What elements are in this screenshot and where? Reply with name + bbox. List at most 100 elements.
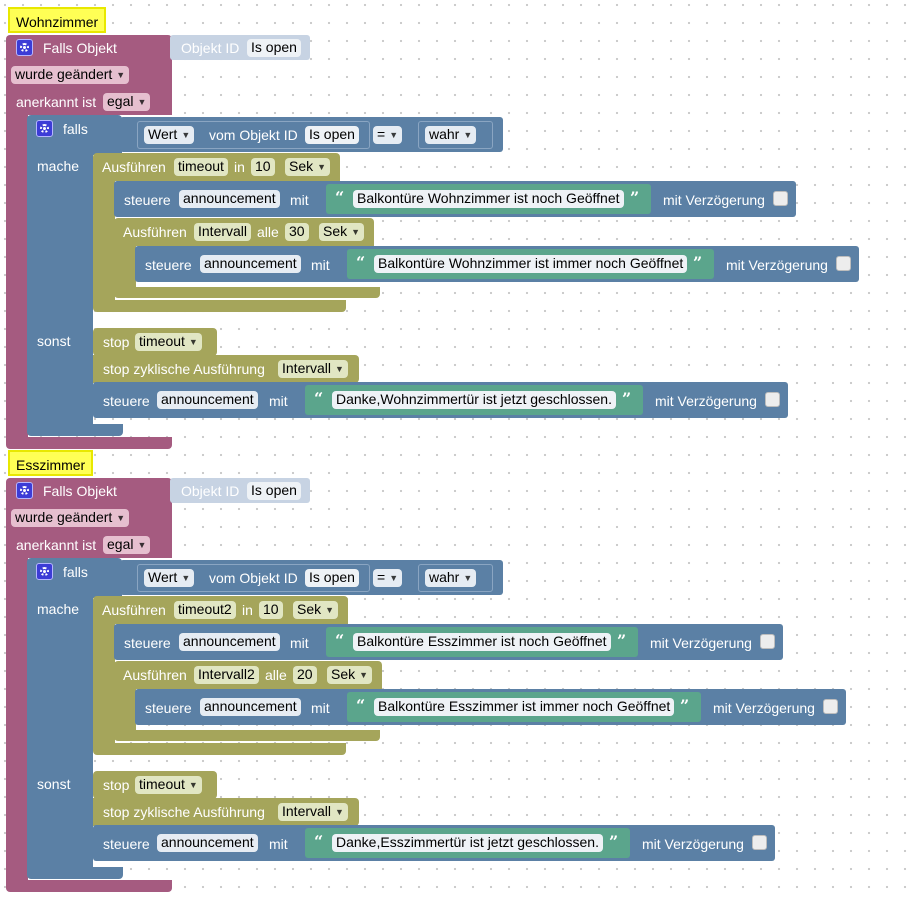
delay-checkbox[interactable] [836,256,851,271]
comment-label[interactable]: Esszimmer [8,450,94,476]
ack-label: anerkannt ist [16,94,97,110]
stop-interval-dropdown[interactable]: Intervall▼ [278,803,348,821]
close-quote-icon: ” [609,832,619,851]
close-quote-icon: ” [622,389,632,408]
boolean-dropdown[interactable]: wahr▼ [425,126,477,144]
delay-checkbox[interactable] [752,835,767,850]
delay-label: mit Verzögerung [655,393,757,409]
object-id-label: Objekt ID [181,40,240,56]
boolean-value: wahr [429,126,460,142]
stop-interval-dropdown[interactable]: Intervall▼ [278,360,348,378]
delay-label: mit Verzögerung [650,635,752,651]
open-quote-icon: “ [356,253,366,272]
value-type-dropdown[interactable]: Wert▼ [144,569,195,587]
interval-block-spine [114,240,136,290]
timeout-unit-value: Sek [297,601,322,617]
trigger-mode-dropdown[interactable]: wurde geändert▼ [11,509,130,527]
timeout-in-label: in [242,602,253,618]
text-value-field[interactable]: Balkontüre Esszimmer ist immer noch Geöf… [374,698,675,716]
object-id-value[interactable]: Is open [247,39,301,57]
interval-execute-label: Ausführen [123,667,187,683]
text-value-field[interactable]: Balkontüre Wohnzimmer ist immer noch Geö… [374,255,688,273]
text-value-field[interactable]: Balkontüre Wohnzimmer ist noch Geöffnet [353,190,624,208]
timeout-unit-dropdown[interactable]: Sek▼ [285,158,331,176]
trigger-mode-value: wurde geändert [15,66,113,82]
delay-label: mit Verzögerung [642,836,744,852]
stop-timeout-dropdown[interactable]: timeout▼ [135,776,202,794]
interval-unit-value: Sek [323,223,348,239]
chevron-down-icon: ▼ [317,162,327,172]
timeout-block-footer [93,300,346,312]
close-quote-icon: ” [680,696,690,715]
control-target-field[interactable]: announcement [200,255,301,273]
stop-label: stop [103,334,130,350]
timeout-value-field[interactable]: 10 [251,158,275,176]
script-group: Wohnzimmer Falls Objekt wurde geändert▼ … [0,0,914,449]
condition-object-id[interactable]: Is open [305,126,359,144]
comment-label[interactable]: Wohnzimmer [8,7,107,33]
timeout-unit-dropdown[interactable]: Sek▼ [293,601,339,619]
operator-dropdown[interactable]: =▼ [373,569,403,587]
control-target-field[interactable]: announcement [179,190,280,208]
open-quote-icon: “ [335,188,345,207]
settings-gear-icon[interactable] [36,120,53,137]
delay-checkbox[interactable] [823,699,838,714]
interval-execute-label: Ausführen [123,224,187,240]
interval-value-field[interactable]: 30 [285,223,309,241]
stop-interval-value: Intervall [282,360,332,376]
timeout-block-spine [93,619,115,749]
timeout-name-field[interactable]: timeout [174,158,228,176]
chevron-down-icon: ▼ [188,337,198,347]
with-label: mit [269,393,288,409]
trigger-block-spine [6,553,28,883]
text-value-field[interactable]: Danke,Wohnzimmertür ist jetzt geschlosse… [332,391,616,409]
interval-unit-dropdown[interactable]: Sek▼ [319,223,365,241]
value-type-value: Wert [148,126,178,142]
timeout-execute-label: Ausführen [102,159,166,175]
stop-timeout-dropdown[interactable]: timeout▼ [135,333,202,351]
control-label: steuere [145,700,192,716]
ack-value: egal [107,536,134,552]
with-label: mit [269,836,288,852]
delay-checkbox[interactable] [765,392,780,407]
object-id-value[interactable]: Is open [247,482,301,500]
settings-gear-icon[interactable] [16,39,33,56]
chevron-down-icon: ▼ [359,670,369,680]
value-type-dropdown[interactable]: Wert▼ [144,126,195,144]
trigger-title: Falls Objekt [43,40,117,56]
ack-dropdown[interactable]: egal▼ [103,536,151,554]
control-target-field[interactable]: announcement [157,391,258,409]
timeout-name-field[interactable]: timeout2 [174,601,236,619]
stop-interval-value: Intervall [282,803,332,819]
interval-block-footer [114,287,380,298]
close-quote-icon: ” [693,253,703,272]
chevron-down-icon: ▼ [389,573,399,583]
settings-gear-icon[interactable] [16,482,33,499]
delay-checkbox[interactable] [760,634,775,649]
trigger-block-spine [6,110,28,440]
ack-dropdown[interactable]: egal▼ [103,93,151,111]
timeout-value-field[interactable]: 10 [259,601,283,619]
if-label: falls [63,564,88,580]
control-target-field[interactable]: announcement [179,633,280,651]
text-value-field[interactable]: Balkontüre Esszimmer ist noch Geöffnet [353,633,611,651]
control-label: steuere [124,635,171,651]
then-label: mache [37,601,80,617]
text-value-field[interactable]: Danke,Esszimmertür ist jetzt geschlossen… [332,834,603,852]
interval-unit-dropdown[interactable]: Sek▼ [327,666,373,684]
trigger-title: Falls Objekt [43,483,117,499]
delay-checkbox[interactable] [773,191,788,206]
interval-name-field[interactable]: Intervall [194,223,252,241]
trigger-mode-dropdown[interactable]: wurde geändert▼ [11,66,130,84]
operator-dropdown[interactable]: =▼ [373,126,403,144]
interval-value-field[interactable]: 20 [293,666,317,684]
condition-object-id[interactable]: Is open [305,569,359,587]
control-target-field[interactable]: announcement [200,698,301,716]
boolean-dropdown[interactable]: wahr▼ [425,569,477,587]
with-label: mit [290,192,309,208]
interval-name-field[interactable]: Intervall2 [194,666,259,684]
else-label: sonst [37,333,71,349]
settings-gear-icon[interactable] [36,563,53,580]
control-label: steuere [145,257,192,273]
control-target-field[interactable]: announcement [157,834,258,852]
